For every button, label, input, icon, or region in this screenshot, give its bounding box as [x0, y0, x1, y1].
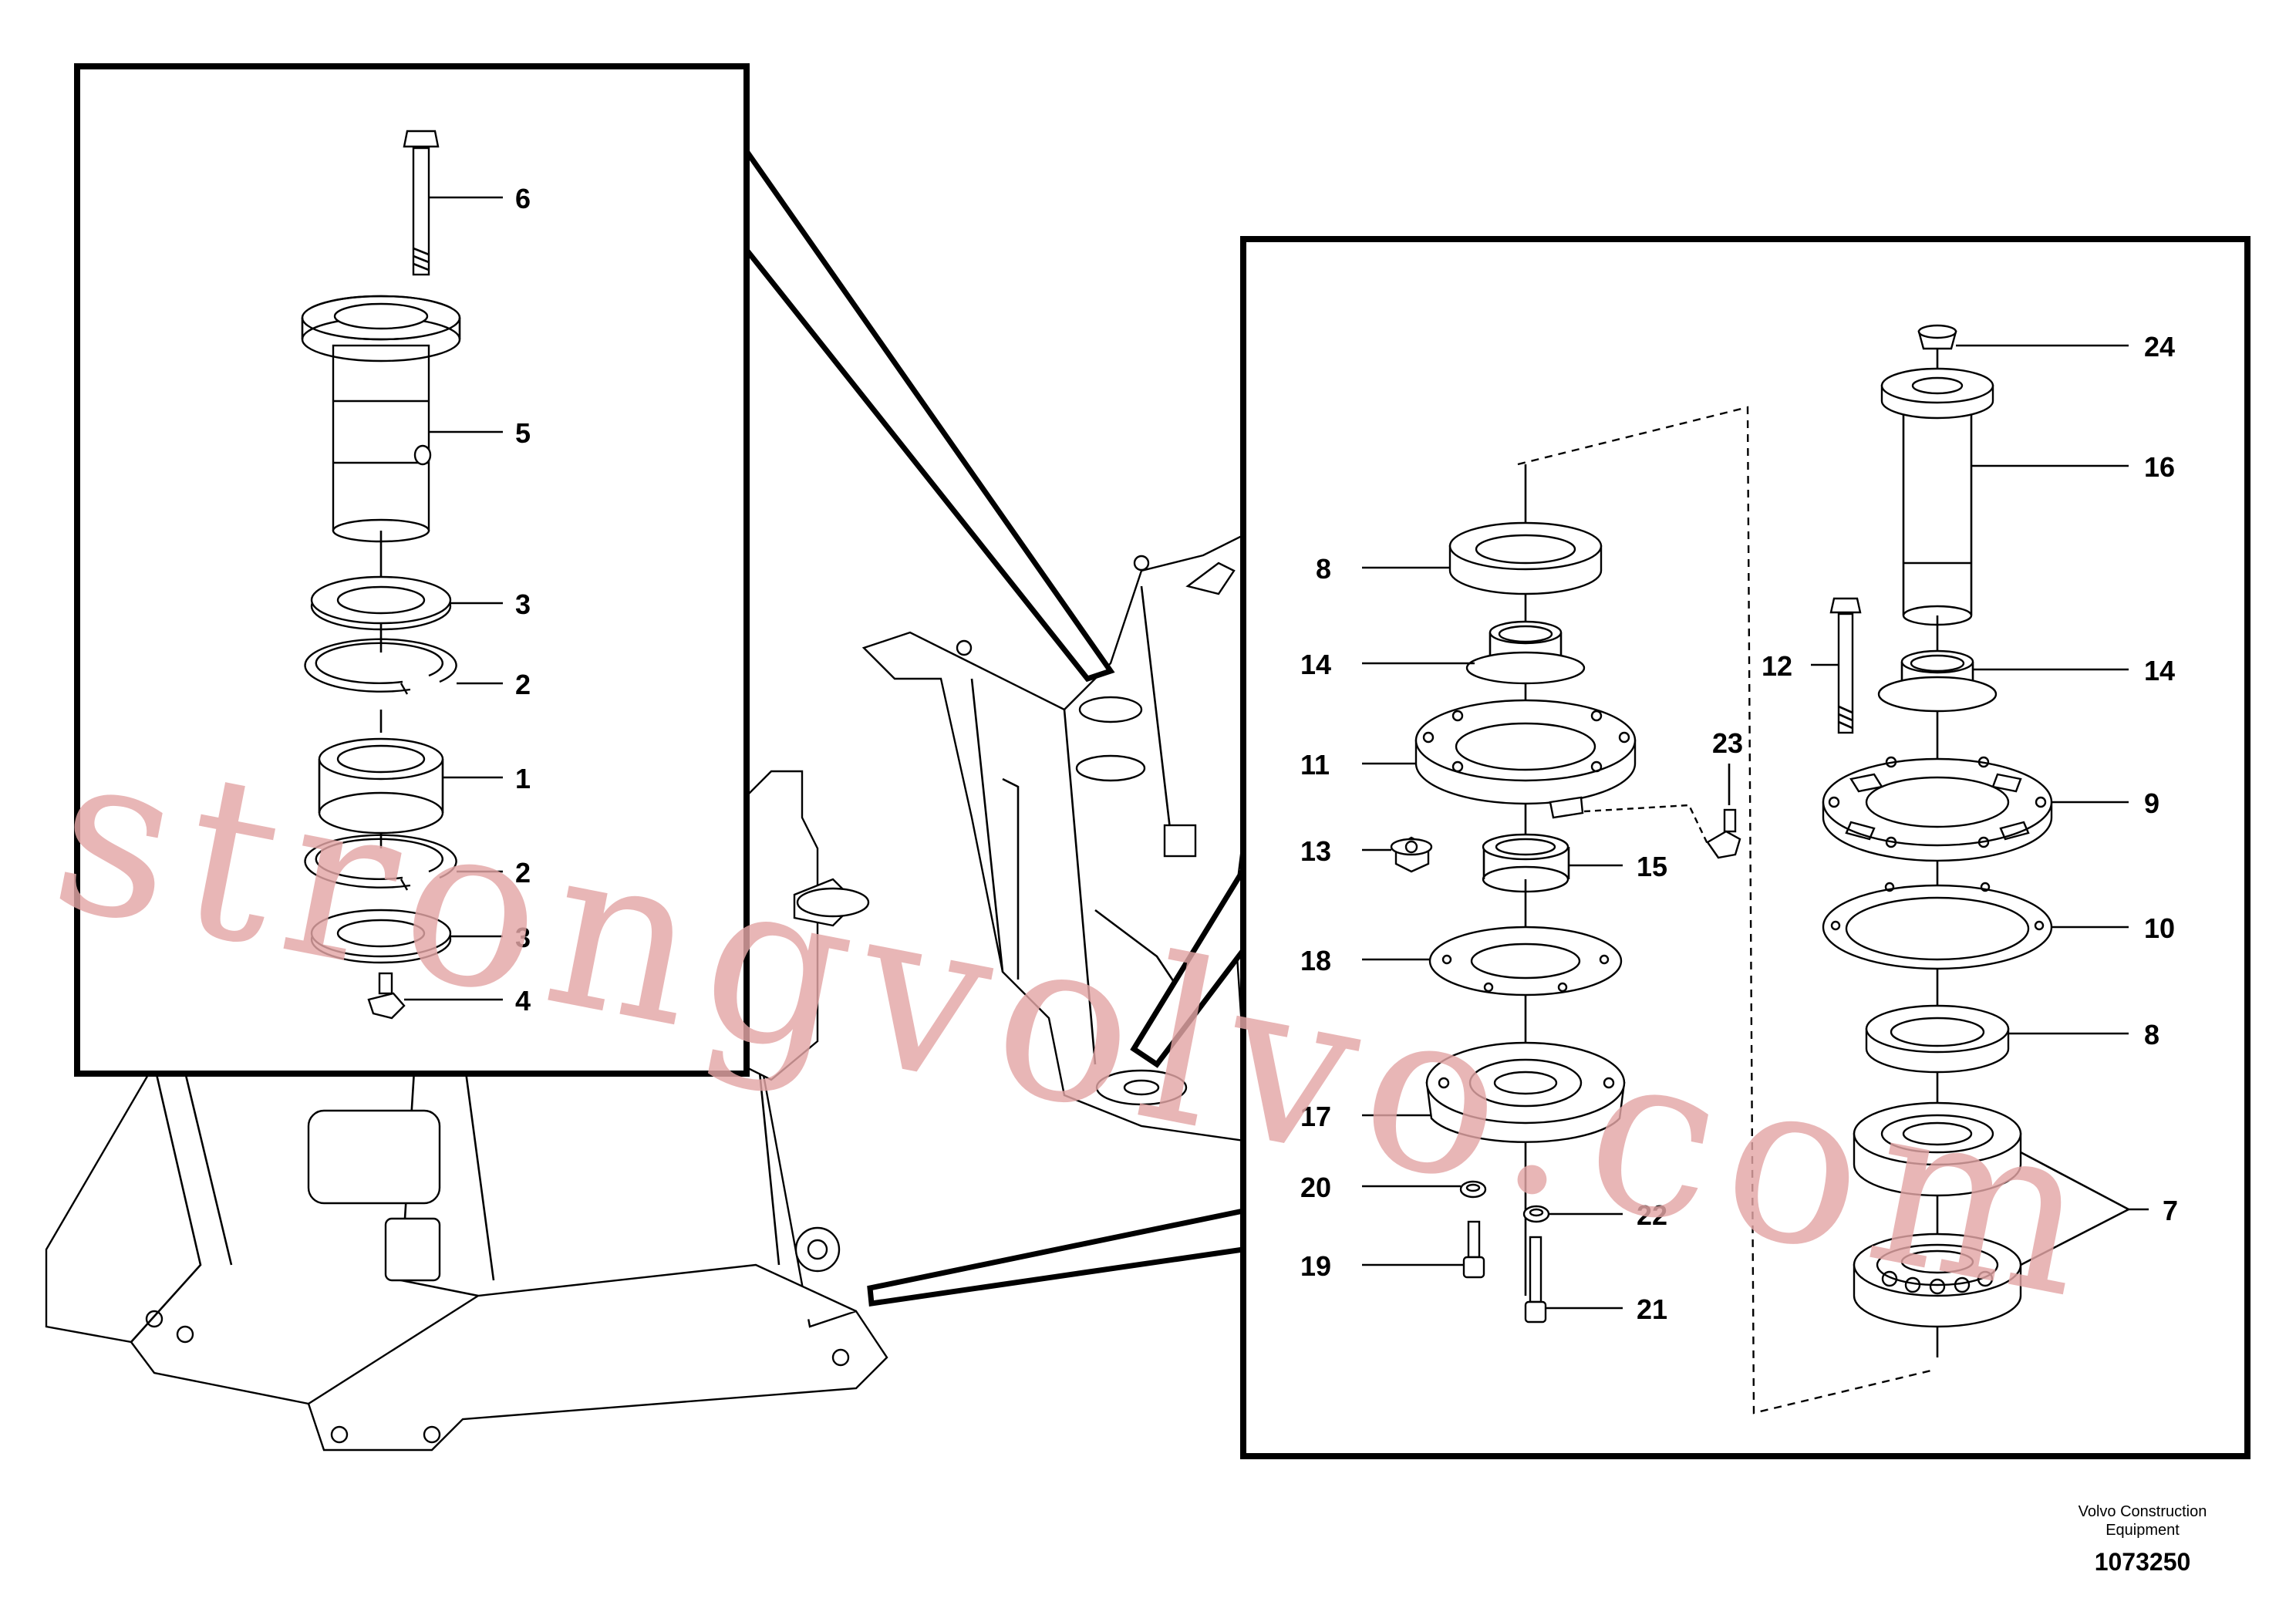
callout-18: 18	[1300, 945, 1331, 976]
part-15-sleeve	[1482, 833, 1570, 893]
part-2-circlip-upper	[304, 638, 457, 733]
callout-17: 17	[1300, 1101, 1331, 1132]
callout-5: 5	[515, 417, 531, 449]
callout-6: 6	[515, 183, 531, 214]
part-9-retainer-ring	[1822, 756, 2053, 862]
part-8-seal-upper	[1448, 521, 1603, 595]
callout-2-lower: 2	[515, 857, 531, 889]
callout-13: 13	[1300, 835, 1331, 867]
callout-14-left: 14	[1300, 649, 1331, 680]
callout-21: 21	[1637, 1293, 1667, 1325]
part-4-grease-nipple	[367, 972, 406, 1020]
callout-7: 7	[2163, 1195, 2178, 1226]
callout-15: 15	[1637, 851, 1667, 882]
part-17-bearing-housing	[1425, 1041, 1626, 1143]
part-10-gasket	[1822, 882, 2053, 970]
part-13-nut	[1390, 836, 1433, 873]
zoom-leaders	[743, 142, 1246, 1307]
part-21-screw	[1524, 1236, 1547, 1324]
part-14-bushing-left	[1465, 620, 1586, 685]
callout-2-upper: 2	[515, 669, 531, 700]
callout-23: 23	[1712, 727, 1743, 759]
part-23-grease-nipple	[1583, 804, 1741, 859]
callout-24: 24	[2144, 331, 2175, 363]
callout-10: 10	[2144, 912, 2175, 944]
callout-12: 12	[1762, 650, 1792, 682]
part-16-pin	[1880, 367, 1994, 626]
callout-3-lower: 3	[515, 922, 531, 953]
callout-3-upper: 3	[515, 588, 531, 620]
callout-8-lower: 8	[2144, 1019, 2159, 1050]
part-7-roller-bearing-lower	[1853, 1233, 2022, 1328]
callout-9: 9	[2144, 787, 2159, 819]
callout-16: 16	[2144, 451, 2175, 483]
left-detail-panel: 6 5 3 2 1 2 3 4	[74, 63, 750, 1077]
left-leader-lines	[404, 196, 503, 1001]
part-6-bolt	[403, 130, 440, 276]
part-3-thrust-washer-lower	[310, 909, 452, 964]
callout-22: 22	[1637, 1199, 1667, 1231]
credit-line-2: Equipment	[2106, 1522, 2180, 1539]
callout-20: 20	[1300, 1172, 1331, 1203]
callout-19: 19	[1300, 1250, 1331, 1282]
rear-frame-chassis	[45, 522, 1266, 1452]
part-8-seal-lower	[1865, 1004, 2010, 1074]
document-number: 1073250	[2095, 1548, 2191, 1576]
part-3-thrust-washer-upper	[310, 575, 452, 653]
callout-8-upper: 8	[1316, 553, 1331, 585]
part-14-bushing-right	[1877, 649, 1998, 713]
right-detail-panel: 8 14 11 13 15 18 17 20 22 19 21 23 24 16…	[1240, 236, 2250, 1459]
callout-11: 11	[1300, 749, 1330, 781]
part-18-gasket	[1428, 926, 1623, 996]
callout-4: 4	[515, 985, 531, 1017]
part-19-screw	[1462, 1220, 1485, 1279]
credit-line-1: Volvo Construction	[2079, 1503, 2207, 1520]
callout-14-right: 14	[2144, 655, 2175, 686]
right-leader-lines	[1362, 344, 2149, 1310]
part-12-bolt	[1829, 597, 1862, 734]
part-20-washer	[1459, 1180, 1487, 1199]
part-5-bushing	[301, 295, 461, 586]
part-24-plug	[1917, 324, 1957, 350]
part-7-roller-bearing-upper	[1853, 1101, 2022, 1197]
part-2-circlip-lower	[304, 834, 457, 891]
part-11-flange-plate	[1414, 699, 1637, 819]
callout-1: 1	[515, 763, 531, 794]
